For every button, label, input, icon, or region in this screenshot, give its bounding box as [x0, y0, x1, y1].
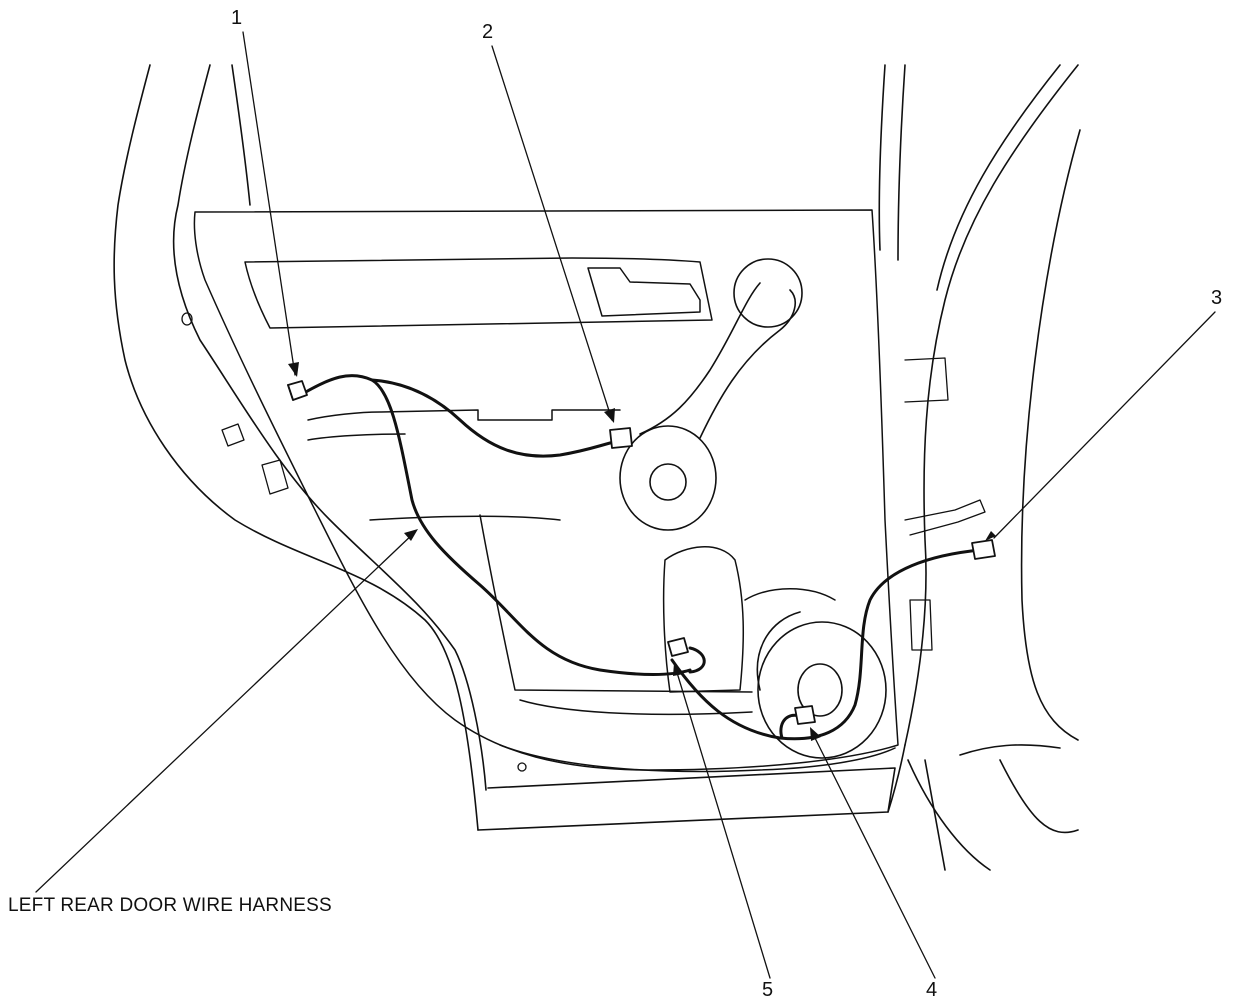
- door-speaker: [757, 612, 886, 758]
- connector-4: [795, 706, 815, 724]
- callout-4: 4: [926, 979, 938, 1001]
- door-frame: [114, 65, 1080, 870]
- callout-3: 3: [1211, 287, 1223, 309]
- callout-2: 2: [482, 21, 494, 43]
- connector-3: [972, 540, 995, 559]
- leader-arrowheads: [288, 362, 996, 741]
- leader-lines: [36, 32, 1215, 978]
- connector-5: [668, 638, 688, 656]
- callout-5: 5: [762, 979, 774, 1001]
- wire-harness: [304, 376, 980, 739]
- door-trim-panel: [194, 210, 898, 772]
- connector-1: [288, 381, 307, 400]
- door-pull-handle: [620, 259, 802, 530]
- frame-details: [182, 313, 985, 771]
- callout-1: 1: [231, 7, 243, 29]
- connector-2: [610, 428, 632, 448]
- harness-caption: LEFT REAR DOOR WIRE HARNESS: [8, 895, 332, 916]
